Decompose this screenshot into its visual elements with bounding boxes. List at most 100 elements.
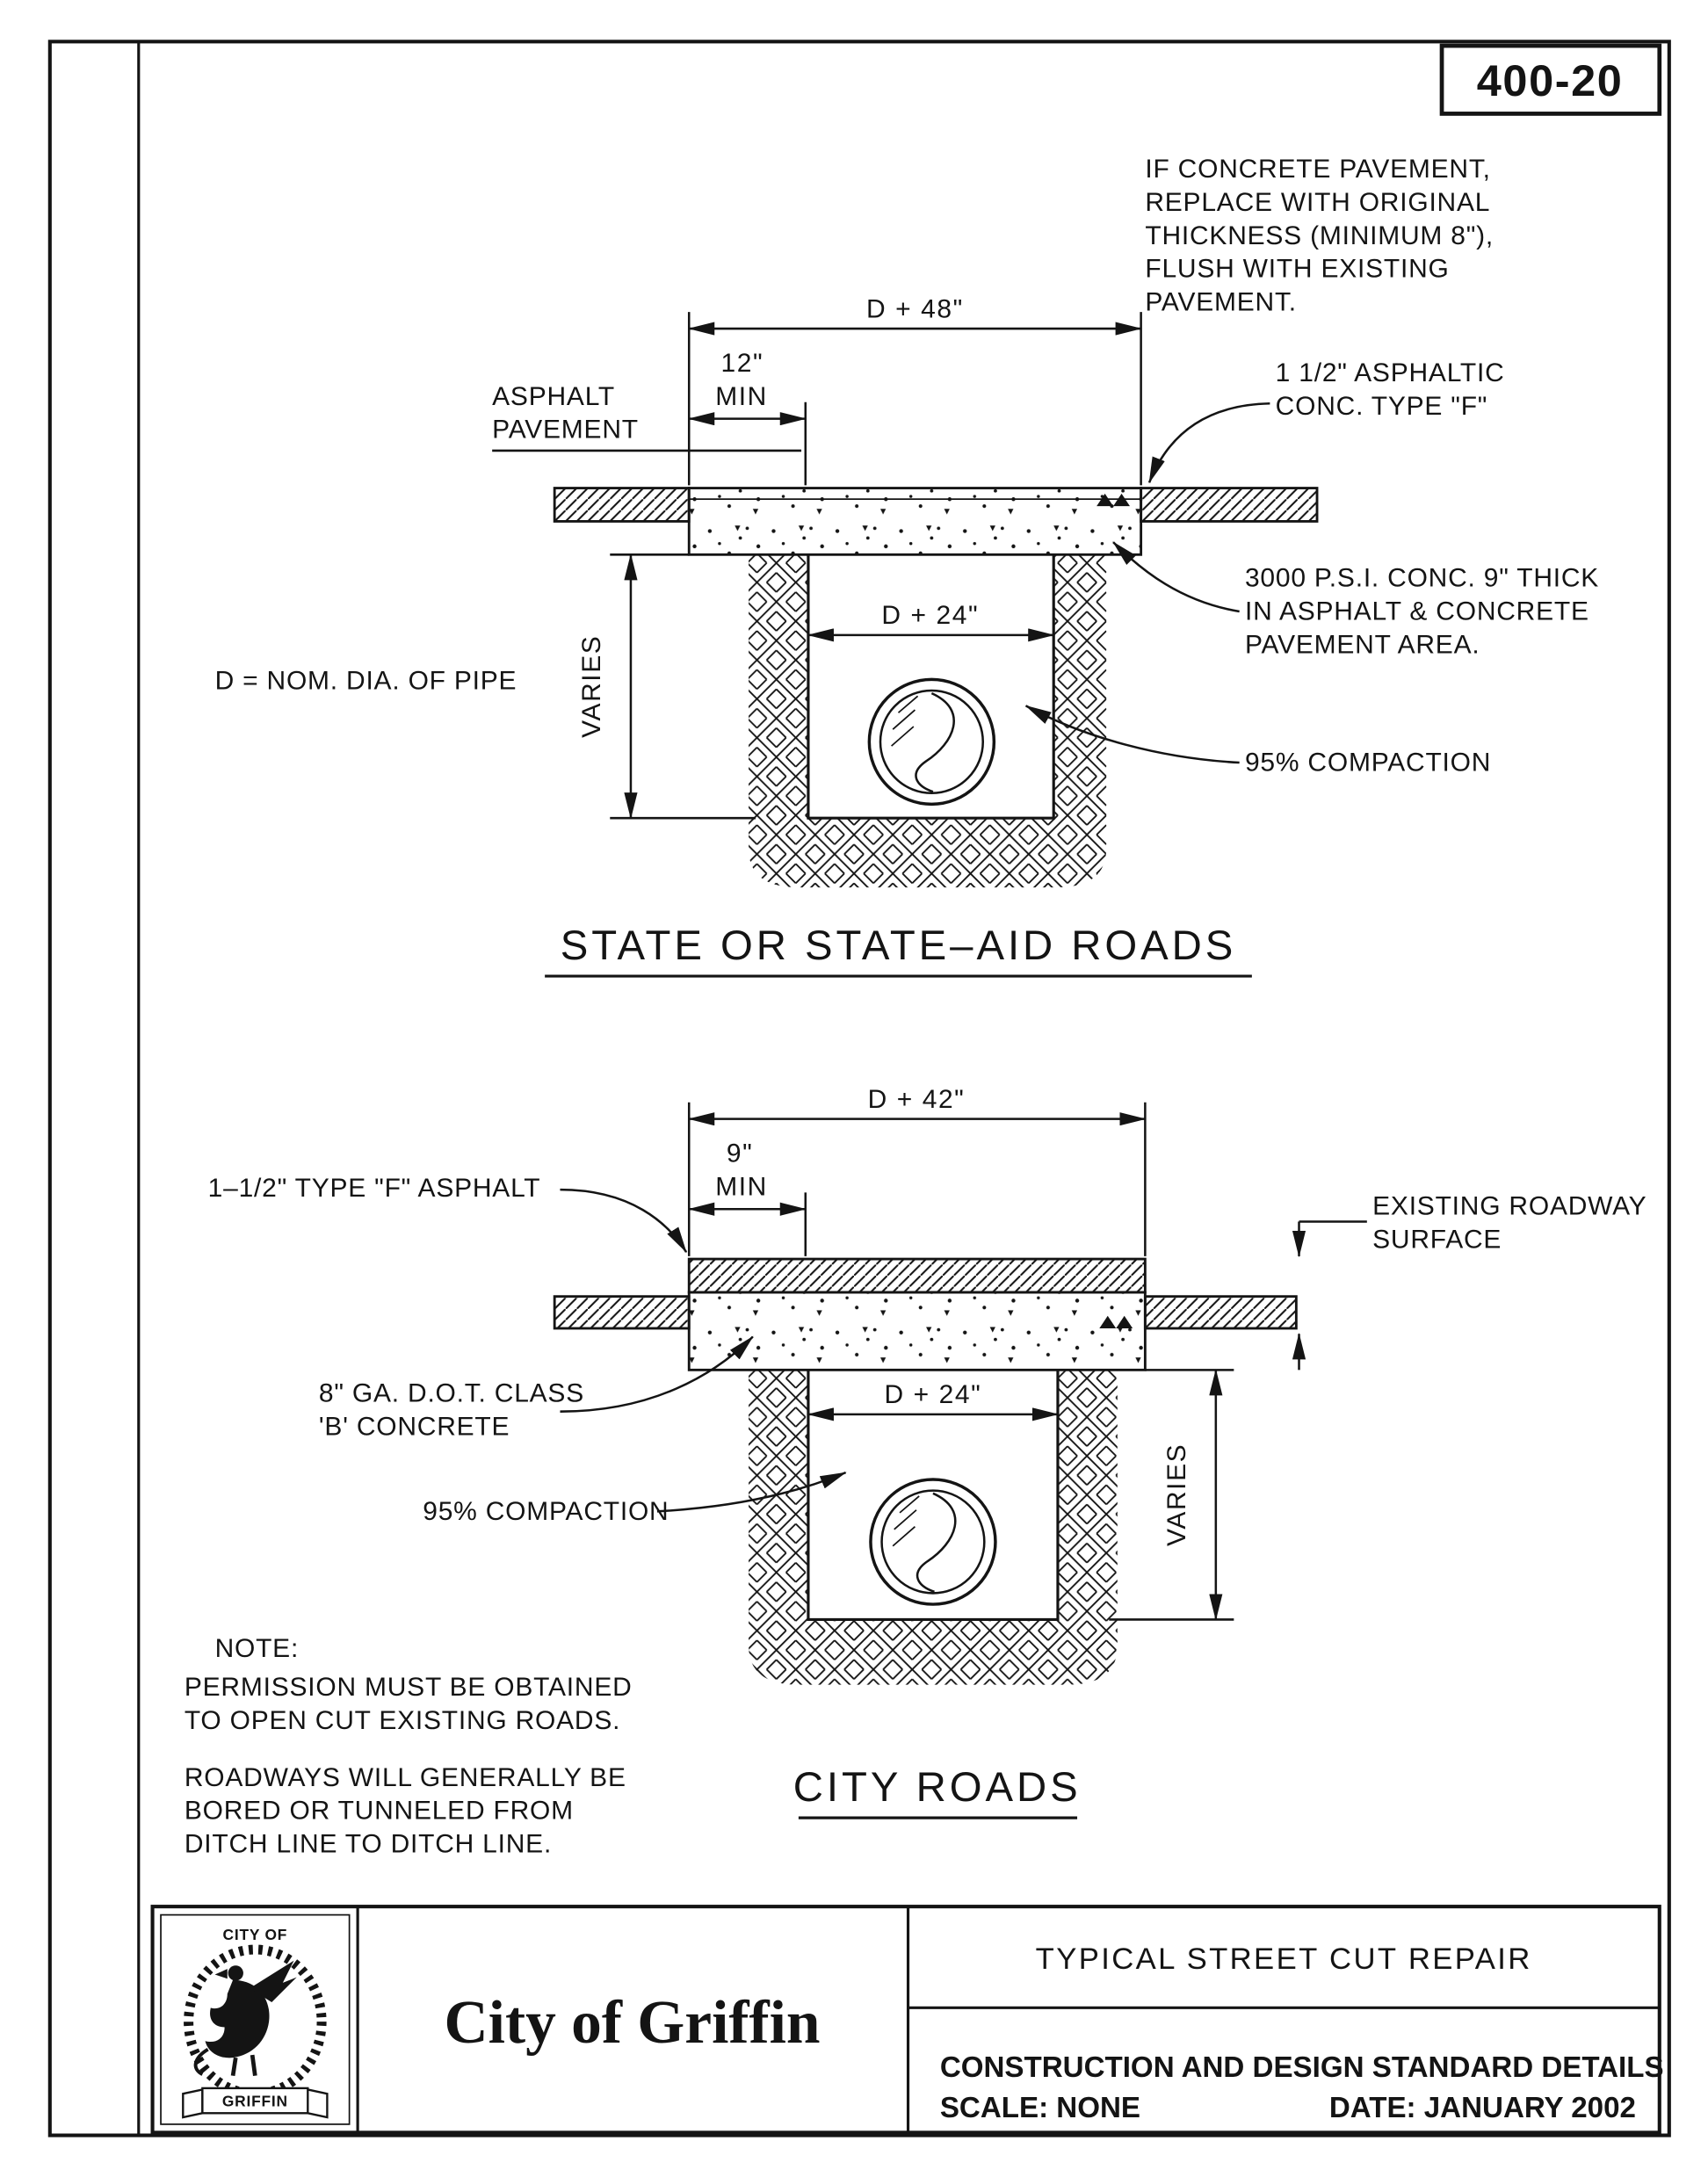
- dim-overall-width: D + 48": [687, 294, 1142, 486]
- city-seal: CITY OF GRIFFIN: [160, 1913, 351, 2125]
- sheet-border: [47, 40, 1671, 2137]
- concrete-callout: 8" GA. D.O.T. CLASS 'B' CONCRETE: [319, 1335, 754, 1442]
- dim-edge-offset: 12" MIN: [687, 349, 807, 486]
- general-note: IF CONCRETE PAVEMENT, REPLACE WITH ORIGI…: [1145, 155, 1494, 317]
- pipe-shading: [892, 1495, 920, 1547]
- pipe-inner-wall: [879, 689, 985, 795]
- dim-trench-width: D + 24": [807, 1380, 1060, 1431]
- label-text: 95% COMPACTION: [423, 1497, 669, 1526]
- asphaltic-callout: 1 1/2" ASPHALTIC CONC. TYPE "F": [1147, 358, 1505, 484]
- leader-arrow: [1024, 705, 1240, 764]
- seal-bottom-text: GRIFFIN: [222, 2092, 288, 2109]
- asphalt-patch-layer: [687, 1257, 1147, 1294]
- general-note-line: FLUSH WITH EXISTING: [1145, 255, 1449, 284]
- seal-banner: GRIFFIN: [182, 2087, 329, 2119]
- title-block: CITY OF GRIFFIN City of Griffin TYPICAL …: [150, 1905, 1664, 2135]
- existing-pavement-left: [553, 1295, 691, 1330]
- leader-arrow: [656, 1471, 847, 1513]
- dim-text: D + 48": [866, 294, 964, 323]
- existing-pavement-left: [553, 487, 691, 523]
- label-text: EXISTING ROADWAY: [1372, 1192, 1646, 1221]
- griffin-icon: [193, 1960, 297, 2077]
- backfill-hatch: [749, 554, 1107, 888]
- seal-border: [160, 1913, 351, 2125]
- existing-pavement-right: [1143, 1295, 1298, 1330]
- label-text: 1 1/2" ASPHALTIC: [1276, 358, 1505, 387]
- date-text: DATE: JANUARY 2002: [1329, 2092, 1636, 2124]
- leader-arrow: [1112, 541, 1240, 613]
- dim-edge-offset: 9" MIN: [687, 1139, 807, 1256]
- title-block-border: [150, 1905, 1661, 2135]
- dim-text: VARIES: [577, 635, 606, 738]
- label-text: IN ASPHALT & CONCRETE: [1245, 597, 1589, 626]
- label-text: SURFACE: [1372, 1225, 1502, 1254]
- concrete-patch: [687, 1291, 1147, 1371]
- dim-text: 9": [727, 1139, 753, 1168]
- label-text: 3000 P.S.I. CONC. 9" THICK: [1245, 564, 1599, 593]
- existing-pavement-right: [1140, 487, 1319, 523]
- dim-text: MIN: [715, 1172, 768, 1201]
- pipe-outer-wall: [867, 677, 996, 807]
- asphalt-wedge-marks: [1096, 493, 1131, 507]
- label-text: CONC. TYPE "F": [1276, 392, 1488, 421]
- note-line: TO OPEN CUT EXISTING ROADS.: [185, 1706, 620, 1735]
- asphalt-pavement-label: ASPHALT PAVEMENT: [492, 382, 802, 452]
- pipe-outer-wall: [869, 1478, 997, 1606]
- leader-arrow: [560, 1335, 754, 1413]
- pipe-inner-wall: [880, 1489, 986, 1595]
- dim-text: D + 24": [881, 601, 979, 630]
- general-note-line: THICKNESS (MINIMUM 8"),: [1145, 221, 1494, 250]
- agency-name: City of Griffin: [445, 1989, 821, 2057]
- compaction-callout: 95% COMPACTION: [423, 1471, 847, 1526]
- trench-outline: [807, 554, 1055, 820]
- label-text: 'B' CONCRETE: [319, 1413, 510, 1442]
- pipe-swirl: [915, 691, 955, 793]
- trench-outline: [807, 1370, 1060, 1622]
- pipe-symbol: [869, 1478, 997, 1606]
- note-line: DITCH LINE TO DITCH LINE.: [185, 1830, 552, 1859]
- dim-text: VARIES: [1162, 1443, 1191, 1546]
- concrete-patch: [687, 487, 1143, 556]
- dim-text: 12": [721, 349, 764, 378]
- general-note-line: IF CONCRETE PAVEMENT,: [1145, 155, 1490, 184]
- pipe-symbol: [867, 677, 996, 807]
- dim-text: MIN: [715, 382, 768, 411]
- concrete-callout: 3000 P.S.I. CONC. 9" THICK IN ASPHALT & …: [1112, 541, 1599, 659]
- dim-overall-width: D + 42": [687, 1085, 1147, 1256]
- dim-text: D + 24": [885, 1380, 982, 1409]
- general-note-line: PAVEMENT.: [1145, 288, 1296, 317]
- drawing-number-box: 400-20: [1439, 43, 1662, 116]
- label-text: ASPHALT: [492, 382, 615, 411]
- dim-varies: VARIES: [1109, 1369, 1234, 1621]
- section-title-state: STATE OR STATE–AID ROADS: [561, 922, 1237, 969]
- dim-text: D + 42": [868, 1085, 966, 1114]
- label-text: PAVEMENT: [492, 416, 639, 445]
- page-frame: 400-20: [47, 40, 1671, 2137]
- label-text: 1–1/2" TYPE "F" ASPHALT: [208, 1174, 541, 1203]
- state-roads-diagram: D + 48" 12" MIN ASPHALT PAVEMENT: [215, 294, 1599, 978]
- series-title: CONSTRUCTION AND DESIGN STANDARD DETAILS: [940, 2051, 1664, 2084]
- asphalt-callout: 1–1/2" TYPE "F" ASPHALT: [208, 1174, 688, 1254]
- seal-top-text: CITY OF: [223, 1926, 288, 1943]
- leader-arrow: [560, 1188, 688, 1254]
- asphalt-wedge-marks: [1099, 1315, 1133, 1328]
- drawing-number-border: [1439, 43, 1662, 116]
- label-text: 95% COMPACTION: [1245, 749, 1491, 778]
- drawing-number: 400-20: [1477, 55, 1624, 105]
- dim-varies: VARIES: [577, 553, 756, 820]
- dim-trench-width: D + 24": [807, 601, 1055, 652]
- label-text: 8" GA. D.O.T. CLASS: [319, 1379, 584, 1408]
- pipe-swirl: [916, 1492, 957, 1594]
- general-note-line: REPLACE WITH ORIGINAL: [1145, 188, 1490, 217]
- scale-text: SCALE: NONE: [940, 2092, 1140, 2124]
- compaction-callout: 95% COMPACTION: [1024, 705, 1491, 778]
- notes-heading: NOTE:: [215, 1634, 300, 1663]
- city-roads-diagram: D + 42" 9" MIN 1–1/2" TYPE "F" ASPHALT E…: [208, 1085, 1646, 1819]
- pipe-shading: [891, 695, 919, 747]
- existing-roadway-callout: EXISTING ROADWAY SURFACE: [1292, 1192, 1646, 1371]
- sheet-title: TYPICAL STREET CUT REPAIR: [1036, 1942, 1532, 1976]
- construction-notes: NOTE: PERMISSION MUST BE OBTAINED TO OPE…: [185, 1634, 632, 1859]
- note-line: ROADWAYS WILL GENERALLY BE: [185, 1763, 626, 1792]
